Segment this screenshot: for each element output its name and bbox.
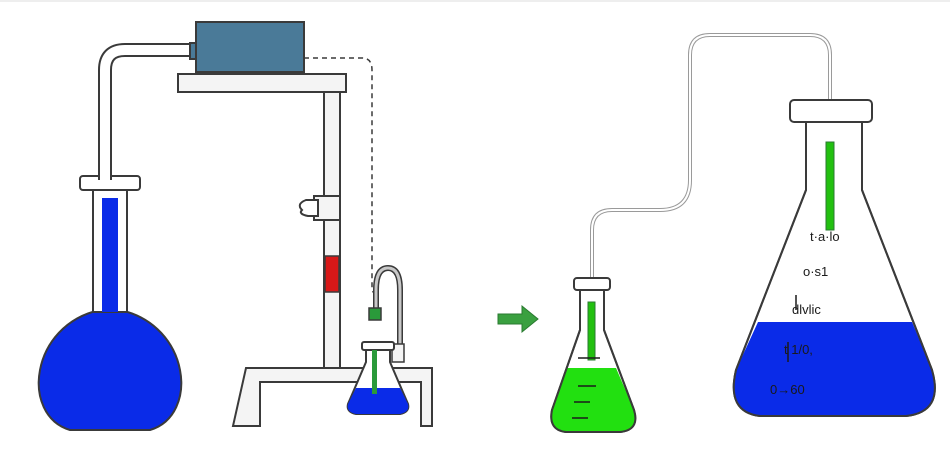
receiver-probe [372,350,377,394]
green-conical-flask [550,277,637,433]
right-arrow-icon [497,304,539,334]
stand-base [231,367,433,427]
pump-box-icon [189,21,305,73]
large-flask-mark-4: t 1/0, [784,342,813,357]
receiver-flask [346,341,410,415]
large-flask-mark-2: o·s1 [803,264,828,279]
inlet-tube-inner [100,45,195,180]
green-flask-graduations [572,357,600,419]
large-flask-mark-3: dlvlic [792,302,821,317]
green-flask-liquid [551,368,636,432]
large-flask-graduation-lines [787,295,797,362]
signal-cable [304,57,379,301]
round-bottom-flask [37,175,183,431]
stand-rod [323,91,341,369]
round-flask-neck-liquid [102,198,118,312]
tube-connector [368,307,382,321]
green-flask-probe [587,301,596,361]
large-flask-mark-1: t·a·lo [810,229,840,244]
large-erlenmeyer-flask: t·a·lo o·s1 dlvlic t 1/0, 0→60 [732,99,936,417]
large-flask-probe [825,141,835,231]
receiver-flask-liquid [347,388,409,414]
stand-top-plate [177,73,347,93]
inlet-tube [98,43,195,180]
large-flask-lip [789,99,873,123]
burette-clamp-icon [298,195,341,221]
large-flask-liquid [733,322,935,416]
lab-stand [177,73,433,427]
large-flask-mark-5: 0→60 [770,382,805,397]
red-clamp [324,255,340,293]
tube-valve [391,343,405,363]
round-flask-liquid [37,309,183,431]
